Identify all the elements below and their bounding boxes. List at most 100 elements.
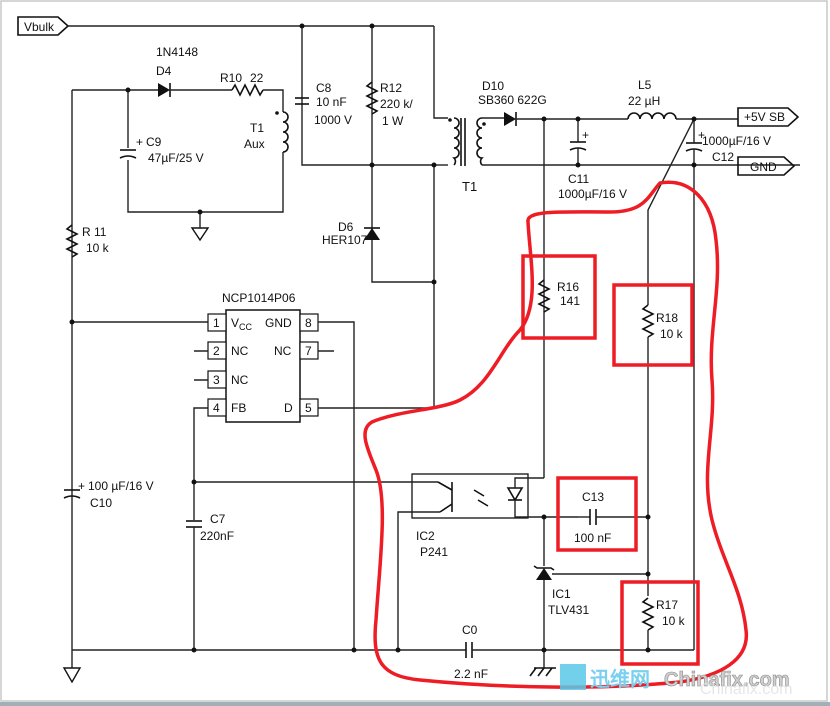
nc-stubs — [194, 350, 334, 381]
svg-text:+5V SB: +5V SB — [744, 110, 785, 124]
r18-value: 10 k — [660, 327, 684, 341]
d4-ref: D4 — [156, 64, 172, 78]
svg-text:Vbulk: Vbulk — [24, 20, 55, 34]
d6-wire — [371, 240, 434, 283]
pin-8-num: 8 — [305, 316, 312, 330]
r10-value: 22 — [250, 71, 264, 85]
c7-capacitor — [186, 520, 202, 528]
secondary-ground-symbol — [529, 650, 556, 677]
pin-7-num: 7 — [305, 344, 312, 358]
ic1-shunt-regulator — [533, 565, 555, 580]
ncp1014-ic — [225, 309, 301, 423]
l5-inductor — [627, 112, 677, 120]
c12-ref: C12 — [712, 150, 734, 164]
r16-ref: R16 — [557, 280, 579, 294]
c11-ref: C11 — [568, 172, 589, 186]
drain-wire — [320, 165, 435, 409]
fb-wire — [193, 407, 438, 483]
pin-4-num: 4 — [213, 401, 220, 415]
r12-ref-label: R12 — [380, 81, 402, 95]
c7-value: 220nF — [200, 529, 234, 543]
d6-diode — [364, 227, 380, 240]
c8-ref: C8 — [316, 81, 332, 95]
ic2-ref: IC2 — [416, 529, 435, 543]
r12-value1: 220 k/ — [380, 97, 413, 111]
pin-1-name: VCC — [231, 316, 253, 332]
r17-highlight — [620, 580, 700, 666]
t1aux-ref: T1 — [250, 121, 264, 135]
gnd-pin-wire — [320, 321, 355, 650]
phototransistor-emitter-wire — [397, 511, 440, 650]
watermark-en: Chinafix.com — [664, 669, 790, 691]
c10-value: 100 µF/16 V — [88, 479, 154, 493]
ic2-phototransistor — [437, 481, 453, 513]
t1-aux-winding — [282, 111, 289, 153]
ic2-optocoupler — [411, 473, 529, 519]
r11-ref: R 11 — [82, 225, 107, 239]
c12-value: 1000µF/16 V — [702, 134, 771, 148]
l5-ref: L5 — [638, 78, 652, 92]
feedback-region-outline — [363, 180, 749, 689]
plus5v-node: +5V SB — [737, 107, 800, 127]
r10-resistor — [231, 83, 264, 97]
r10-ref: R10 — [220, 71, 242, 85]
c8-capacitor — [295, 97, 309, 105]
c13-capacitor — [589, 509, 597, 525]
pin-2-name: NC — [231, 344, 249, 358]
aux-return-wire — [127, 152, 284, 213]
r17-value: 10 k — [662, 614, 686, 628]
junction-dots — [69, 23, 697, 653]
r17-resistor — [641, 597, 655, 631]
bottom-strip — [0, 702, 830, 706]
watermark-cn: 迅维网 — [590, 667, 650, 691]
r11-value: 10 k — [86, 241, 110, 255]
d6-ref: D6 — [338, 220, 354, 234]
c10-capacitor — [63, 489, 81, 499]
pin-5-num: 5 — [305, 401, 312, 415]
d4-part: 1N4148 — [156, 45, 198, 59]
c8-value1: 10 nF — [316, 95, 347, 109]
ic1-ref: IC1 — [552, 587, 571, 601]
r12-resistor — [365, 81, 379, 115]
r16-value: 141 — [560, 294, 580, 308]
c11-value: 1000µF/16 V — [558, 187, 627, 201]
pin-4-box — [207, 398, 227, 417]
c9-capacitor — [119, 149, 137, 159]
t1aux-value: Aux — [244, 137, 265, 151]
watermark-sub: Chinafix.com — [700, 681, 792, 698]
aux-ground-symbol — [190, 212, 210, 242]
t1-transformer — [448, 117, 486, 166]
pin-5-name: D — [284, 401, 293, 415]
c9-value: 47µF/25 V — [148, 151, 204, 165]
c7-ref: C7 — [210, 512, 226, 526]
c11-plus: + — [582, 128, 589, 142]
led-anode-wire — [514, 477, 544, 488]
ncp1014-title: NCP1014P06 — [222, 291, 296, 305]
pin-3-num: 3 — [213, 373, 220, 387]
r16-highlight — [521, 254, 597, 340]
svg-text:GND: GND — [750, 160, 777, 174]
r11-resistor — [65, 224, 79, 258]
d4-diode — [158, 83, 171, 97]
watermark: 迅维网 Chinafix.com Chinafix.com — [560, 664, 792, 698]
c13-highlight — [556, 476, 638, 552]
c9-plus: + — [136, 135, 143, 149]
r12-value2: 1 W — [382, 114, 404, 128]
watermark-logo-icon — [560, 664, 586, 690]
c9-ref: C9 — [146, 135, 162, 149]
pin-4-name: FB — [231, 401, 246, 415]
r16-resistor — [537, 279, 551, 313]
c0-capacitor — [465, 642, 473, 658]
vbulk-node: Vbulk — [17, 16, 70, 36]
ic1-part: TLV431 — [548, 603, 589, 617]
d10-part: SB360 622G — [478, 93, 547, 107]
c13-ref: C13 — [582, 490, 604, 504]
t1-ref: T1 — [462, 179, 477, 194]
pin-1-num: 1 — [213, 316, 220, 330]
pin-1-box — [207, 313, 227, 332]
r18-ref: R18 — [656, 311, 678, 325]
c10-ref: C10 — [90, 496, 112, 510]
pin-7-name: NC — [274, 344, 292, 358]
c8-value2: 1000 V — [314, 113, 352, 127]
